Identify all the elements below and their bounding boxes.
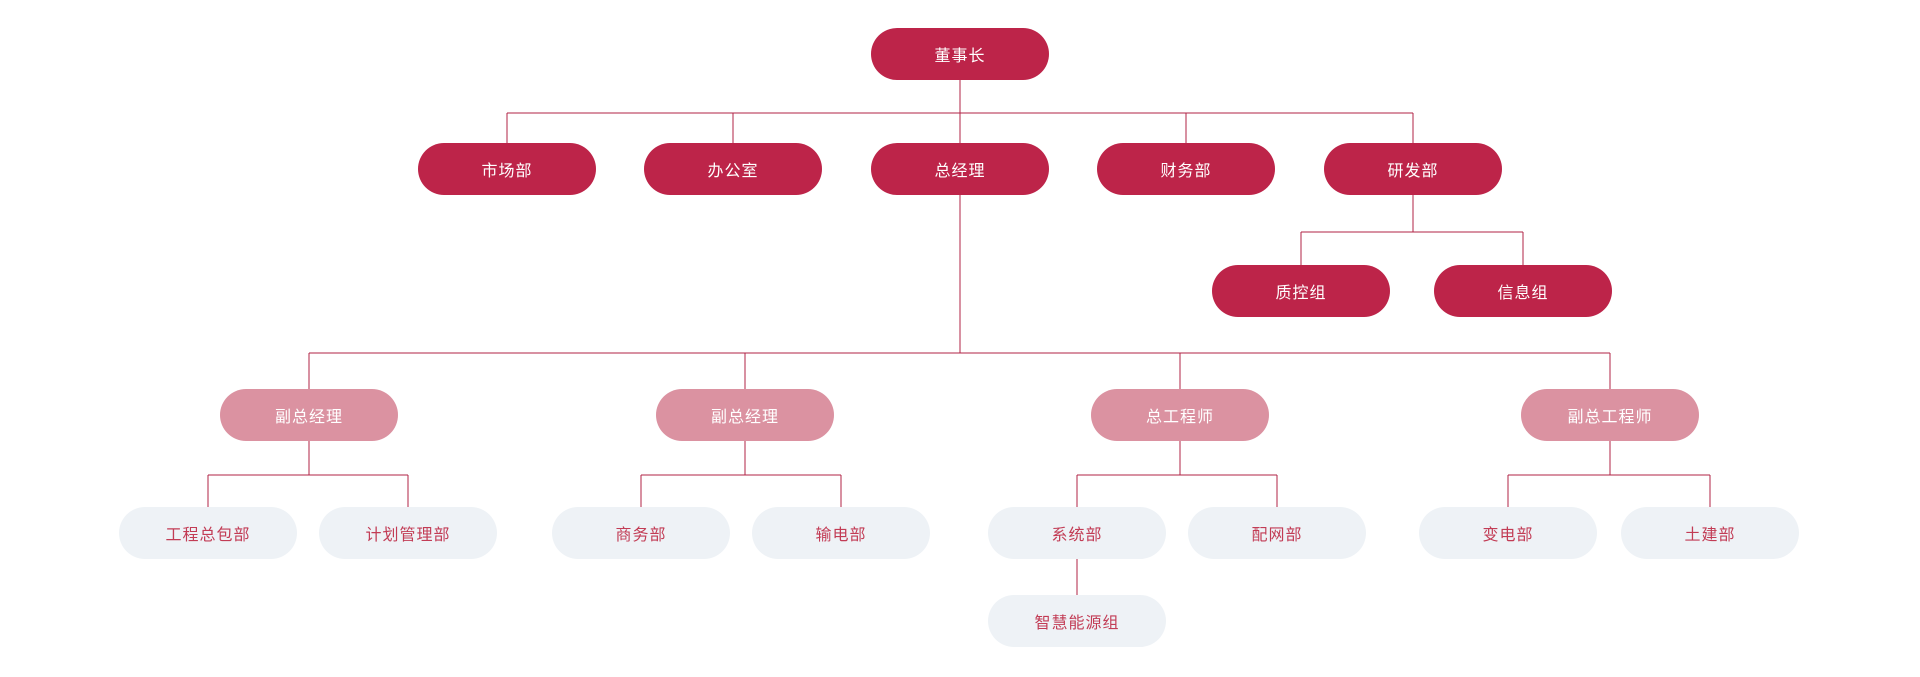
org-node-chief-engineer[interactable]: 总工程师	[1091, 389, 1269, 441]
org-node-planning-mgmt-dept[interactable]: 计划管理部	[319, 507, 497, 559]
org-node-marketing-dept[interactable]: 市场部	[418, 143, 596, 195]
org-node-office[interactable]: 办公室	[644, 143, 822, 195]
org-node-deputy-gm-2[interactable]: 副总经理	[656, 389, 834, 441]
org-node-smart-energy-group[interactable]: 智慧能源组	[988, 595, 1166, 647]
org-node-qc-group[interactable]: 质控组	[1212, 265, 1390, 317]
org-node-epc-dept[interactable]: 工程总包部	[119, 507, 297, 559]
org-node-deputy-gm-1[interactable]: 副总经理	[220, 389, 398, 441]
org-node-commerce-dept[interactable]: 商务部	[552, 507, 730, 559]
org-node-chairman[interactable]: 董事长	[871, 28, 1049, 80]
org-node-distribution-dept[interactable]: 配网部	[1188, 507, 1366, 559]
org-node-system-dept[interactable]: 系统部	[988, 507, 1166, 559]
org-node-deputy-chief-engineer[interactable]: 副总工程师	[1521, 389, 1699, 441]
org-node-finance-dept[interactable]: 财务部	[1097, 143, 1275, 195]
org-node-civil-dept[interactable]: 土建部	[1621, 507, 1799, 559]
org-node-info-group[interactable]: 信息组	[1434, 265, 1612, 317]
org-node-general-manager[interactable]: 总经理	[871, 143, 1049, 195]
org-node-rnd-dept[interactable]: 研发部	[1324, 143, 1502, 195]
org-node-substation-dept[interactable]: 变电部	[1419, 507, 1597, 559]
org-node-transmission-dept[interactable]: 输电部	[752, 507, 930, 559]
